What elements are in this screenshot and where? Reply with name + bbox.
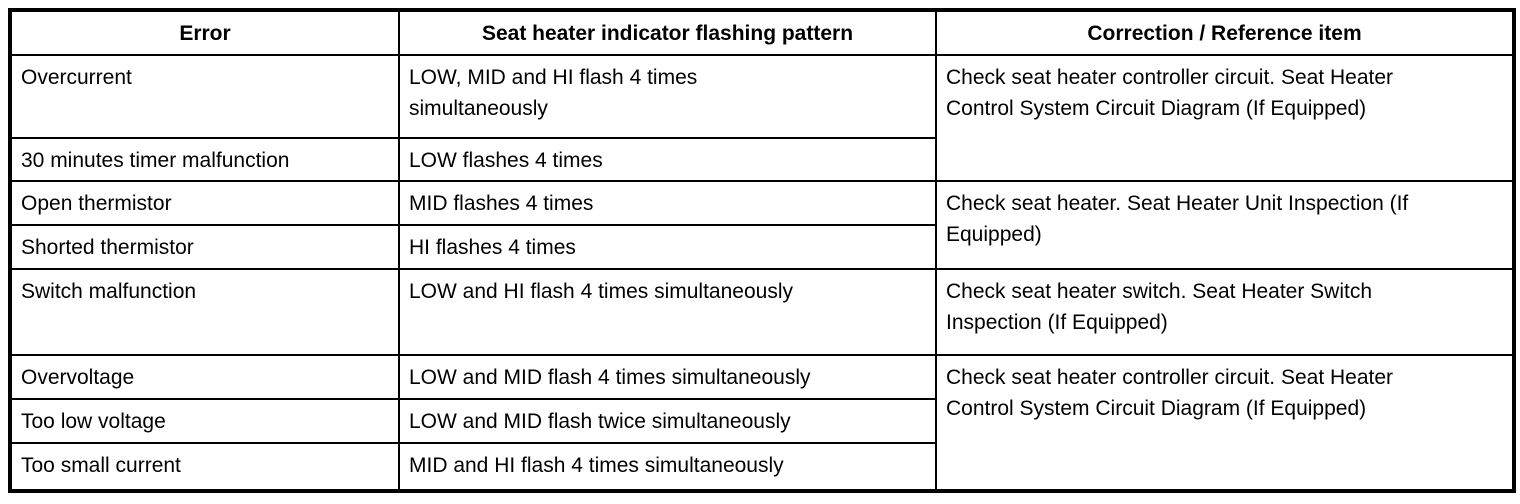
cell-correction: Check seat heater controller circuit. Se… xyxy=(935,354,1515,492)
column-header-correction: Correction / Reference item xyxy=(935,9,1515,56)
cell-correction: Check seat heater switch. Seat Heater Sw… xyxy=(935,268,1515,356)
pattern-text: LOW, MID and HI flash 4 times simultaneo… xyxy=(409,66,698,120)
cell-pattern: LOW, MID and HI flash 4 times simultaneo… xyxy=(398,54,937,139)
seat-heater-error-table: Error Seat heater indicator flashing pat… xyxy=(8,8,1516,493)
cell-error: Overvoltage xyxy=(9,354,400,400)
cell-error: Switch malfunction xyxy=(9,268,400,356)
table-row-too-low-voltage: Too low voltage LOW and MID flash twice … xyxy=(9,398,1514,444)
cell-pattern: LOW and HI flash 4 times simultaneously xyxy=(398,268,937,356)
pattern-text: LOW and MID flash twice simultaneously xyxy=(409,410,791,433)
correction-text: Check seat heater controller circuit. Se… xyxy=(946,66,1394,120)
pattern-text: LOW flashes 4 times xyxy=(409,149,603,172)
pattern-text: LOW and MID flash 4 times simultaneously xyxy=(409,366,811,389)
column-header-error: Error xyxy=(9,9,400,56)
cell-pattern: LOW and MID flash 4 times simultaneously xyxy=(398,354,937,400)
table-row-shorted-thermistor: Shorted thermistor HI flashes 4 times xyxy=(9,224,1514,270)
correction-text: Check seat heater controller circuit. Se… xyxy=(946,366,1394,420)
cell-correction: Check seat heater. Seat Heater Unit Insp… xyxy=(935,180,1515,270)
table-row-too-small-current: Too small current MID and HI flash 4 tim… xyxy=(9,442,1514,492)
correction-text: Check seat heater switch. Seat Heater Sw… xyxy=(946,280,1373,334)
cell-error: Overcurrent xyxy=(9,54,400,139)
pattern-text: MID and HI flash 4 times simultaneously xyxy=(409,454,784,477)
pattern-text: LOW and HI flash 4 times simultaneously xyxy=(409,280,793,303)
table-row-switch-malfunction: Switch malfunction LOW and HI flash 4 ti… xyxy=(9,268,1515,356)
cell-error: Shorted thermistor xyxy=(9,224,400,270)
table-row-open-thermistor: Open thermistor MID flashes 4 times Chec… xyxy=(9,180,1515,270)
table-row-timer-malfunction: 30 minutes timer malfunction LOW flashes… xyxy=(9,137,1514,182)
cell-pattern: HI flashes 4 times xyxy=(398,224,937,270)
pattern-text: HI flashes 4 times xyxy=(409,236,576,259)
cell-correction: Check seat heater controller circuit. Se… xyxy=(935,54,1515,182)
cell-pattern: MID flashes 4 times xyxy=(398,180,937,226)
table-row-overcurrent: Overcurrent LOW, MID and HI flash 4 time… xyxy=(9,54,1515,182)
cell-error: Too small current xyxy=(9,442,400,492)
header-row: Error Seat heater indicator flashing pat… xyxy=(9,9,1515,56)
cell-pattern: MID and HI flash 4 times simultaneously xyxy=(398,442,937,492)
correction-text: Check seat heater. Seat Heater Unit Insp… xyxy=(946,192,1409,246)
table-row-overvoltage: Overvoltage LOW and MID flash 4 times si… xyxy=(9,354,1515,492)
pattern-text: MID flashes 4 times xyxy=(409,192,594,215)
cell-error: 30 minutes timer malfunction xyxy=(9,137,400,182)
cell-pattern: LOW flashes 4 times xyxy=(398,137,937,182)
column-header-pattern: Seat heater indicator flashing pattern xyxy=(398,9,937,56)
cell-pattern: LOW and MID flash twice simultaneously xyxy=(398,398,937,444)
cell-error: Too low voltage xyxy=(9,398,400,444)
cell-error: Open thermistor xyxy=(9,180,400,226)
